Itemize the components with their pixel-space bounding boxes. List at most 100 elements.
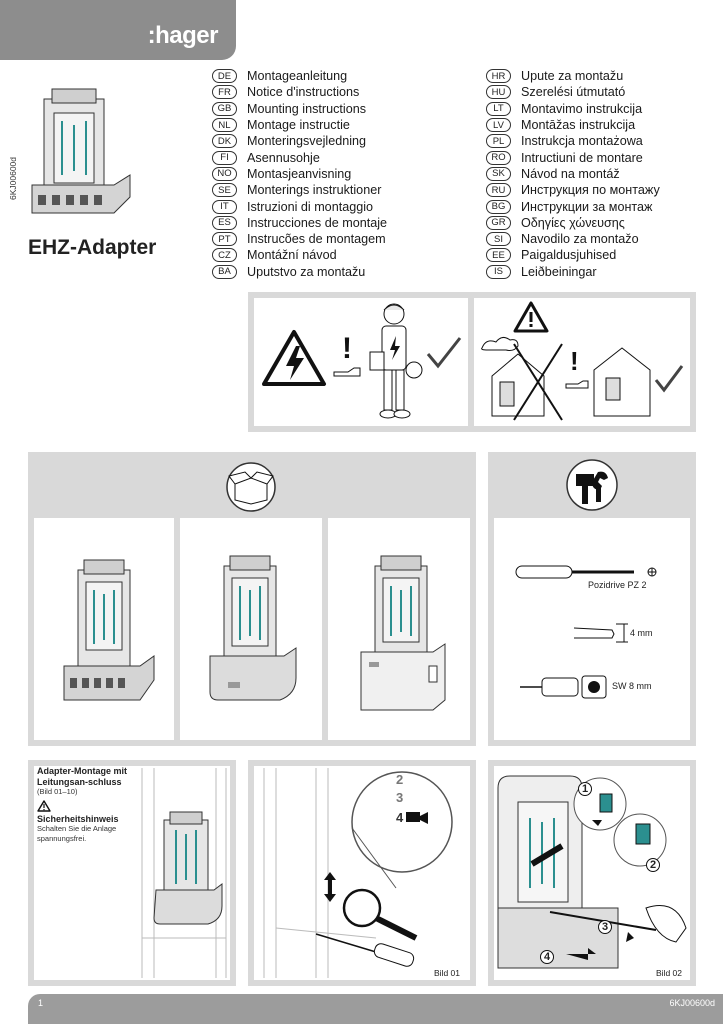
- bild02-step-3: 3: [598, 920, 612, 934]
- brand-bar: :hager: [0, 0, 236, 60]
- bild02-step-1: 1: [578, 782, 592, 796]
- svg-text:!: !: [570, 346, 579, 376]
- language-title: Paigaldusjuhised: [521, 248, 617, 263]
- language-code-badge: HU: [486, 85, 511, 100]
- language-code-badge: LT: [486, 101, 511, 116]
- language-title: Montageanleitung: [247, 69, 348, 84]
- bild02-step-4: 4: [540, 950, 554, 964]
- brand-logo: :hager: [147, 22, 219, 49]
- language-title: Upute za montažu: [521, 69, 624, 84]
- language-code-badge: SI: [486, 232, 511, 247]
- language-code-badge: SK: [486, 166, 511, 181]
- bild01-digit-2: 2: [396, 772, 404, 787]
- language-item: IS Leiðbeiningar: [486, 264, 660, 280]
- safety-heading: Sicherheitshinweis: [37, 813, 119, 824]
- side-note: Adapter-Montage mit Leitungsan-schluss (…: [37, 766, 137, 843]
- language-title: Monterings instruktioner: [247, 183, 382, 198]
- language-code-badge: RO: [486, 150, 511, 165]
- side-note-range: (Bild 01–10): [37, 787, 78, 796]
- language-code-badge: ES: [212, 215, 237, 230]
- language-code-badge: LV: [486, 118, 511, 133]
- footer-doc-code: 6KJ00600d: [669, 998, 715, 1008]
- adapter-variant-enclosure: [360, 555, 446, 711]
- language-title: Montāžas instrukcija: [521, 118, 636, 133]
- language-code-badge: EE: [486, 248, 511, 263]
- bild02-caption: Bild 02: [656, 968, 682, 978]
- high-voltage-warning-icon: [262, 330, 326, 386]
- footer-bar: 1 6KJ00600d: [28, 994, 723, 1024]
- language-item: FR Notice d'instructions: [212, 84, 387, 100]
- language-item: FI Asennusohje: [212, 149, 387, 165]
- language-item: HU Szerelési útmutató: [486, 84, 660, 100]
- product-title: EHZ-Adapter: [28, 236, 157, 259]
- language-code-badge: CZ: [212, 248, 237, 263]
- language-code-badge: PL: [486, 134, 511, 149]
- language-code-badge: RU: [486, 183, 511, 198]
- caution-icon: [37, 799, 51, 812]
- language-title: Návod na montáž: [521, 166, 620, 181]
- language-title: Οδηγίες χώνευσης: [521, 215, 625, 230]
- bild02-step-2: 2: [646, 858, 660, 872]
- language-code-badge: SE: [212, 183, 237, 198]
- indoor-house-icon: !: [565, 346, 684, 417]
- adapter-in-cabinet-illustration: [141, 768, 227, 978]
- language-code-badge: FR: [212, 85, 237, 100]
- language-item: NL Montage instructie: [212, 117, 387, 133]
- language-title: Montasjeanvisning: [247, 166, 352, 181]
- language-title: Monteringsvejledning: [247, 134, 367, 149]
- outdoor-house-crossed-icon: [481, 336, 563, 421]
- language-item: CZ Montážní návod: [212, 247, 387, 263]
- tools-icon: [566, 459, 618, 511]
- language-title: Notice d'instructions: [247, 85, 360, 100]
- pozidrive-label: Pozidrive PZ 2: [588, 580, 647, 590]
- language-title: Navodilo za montažo: [521, 232, 639, 247]
- language-title: Intructiuni de montare: [521, 150, 643, 165]
- flat-blade-icon: [573, 623, 628, 643]
- blade-width-label: 4 mm: [630, 628, 653, 638]
- language-item: PT Instrucões de montagem: [212, 231, 387, 247]
- socket-wrench-icon: [520, 675, 607, 699]
- bild02-illustration: [497, 775, 687, 969]
- language-title: Instrucões de montagem: [247, 232, 386, 247]
- language-title: Montavimo instrukcija: [521, 101, 643, 116]
- product-illustration: [31, 88, 131, 214]
- checkmark-icon: [426, 337, 462, 369]
- language-item: NO Montasjeanvisning: [212, 166, 387, 182]
- language-code-badge: PT: [212, 232, 237, 247]
- language-title: Mounting instructions: [247, 101, 367, 116]
- language-code-badge: NO: [212, 166, 237, 181]
- language-title: Montážní návod: [247, 248, 337, 263]
- language-item: RO Intructiuni de montare: [486, 149, 660, 165]
- caution-warning-icon: [513, 301, 549, 333]
- bild01-digit-4: 4: [396, 810, 404, 825]
- doc-code-vertical: 6KJ00600d: [8, 156, 18, 200]
- language-title: Montage instructie: [247, 118, 350, 133]
- language-item: LV Montāžas instrukcija: [486, 117, 660, 133]
- language-code-badge: NL: [212, 118, 237, 133]
- language-item: SK Návod na montáž: [486, 166, 660, 182]
- language-code-badge: IS: [486, 264, 511, 279]
- safety-text: Schalten Sie die Anlage spannungsfrei.: [37, 824, 117, 843]
- side-note-heading: Adapter-Montage mit Leitungsan-schluss: [37, 766, 127, 787]
- language-item: LT Montavimo instrukcija: [486, 101, 660, 117]
- language-code-badge: FI: [212, 150, 237, 165]
- language-title: Asennusohje: [247, 150, 320, 165]
- language-item: SI Navodilo za montažo: [486, 231, 660, 247]
- language-item: SE Monterings instruktioner: [212, 182, 387, 198]
- language-title: Szerelési útmutató: [521, 85, 626, 100]
- language-title: Leiðbeiningar: [521, 264, 597, 279]
- page-number: 1: [38, 998, 44, 1008]
- adapter-variant-terminal-block: [63, 559, 155, 701]
